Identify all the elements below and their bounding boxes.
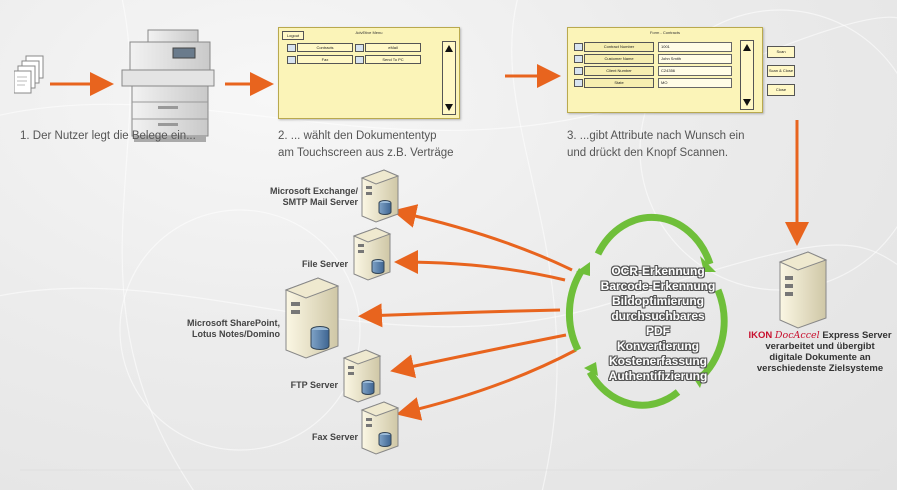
arrow-to-ftp [390,333,567,378]
fax-button[interactable]: Fax [297,55,353,64]
docaccel-logo: DocAccel [774,330,820,341]
scroll-arrows-icon [743,44,751,106]
exchange-server-label-line2: SMTP Mail Server [282,197,358,207]
ikon-brand: IKON [748,330,773,341]
exchange-server-label-line1: Microsoft Exchange/ [269,186,358,196]
field-icon [574,55,583,63]
field-icon [574,67,583,75]
state-input[interactable]: MO [658,78,732,88]
processing-cycle-left [565,268,585,352]
fax-server-label: Fax Server [311,432,358,442]
contract-number-input[interactable]: 1001 [658,42,732,52]
ikon-caption-line3: digitale Dokumente an [769,352,871,363]
feature-authentication: Authentifizierung [608,369,708,383]
scroll-arrows-icon [445,45,453,111]
processing-features: OCR-Erkennung Barcode-Erkennung Bildopti… [598,264,718,384]
customer-name-label: Customer Name [584,54,654,64]
file-server-icon [352,227,392,281]
sharepoint-server-label-line1: Microsoft SharePoint, [186,318,280,328]
contract-number-label: Contract Number [584,42,654,52]
field-icon [574,43,583,51]
ikon-caption-line2: verarbeitet und übergibt [765,341,875,352]
arrow-to-sharepoint [358,303,561,328]
email-button[interactable]: eMail [365,43,421,52]
ikon-express-server-icon [778,251,828,329]
ikon-caption-line1: IKON DocAccel Express Server [745,330,895,341]
step-1-caption: 1. Der Nutzer legt die Belege ein... [20,130,196,142]
sharepoint-server-label: Microsoft SharePoint, Lotus Notes/Domino [160,318,280,340]
feature-searchable-pdf: durchsuchbares PDF [611,309,705,338]
cycle-arrowhead-1 [700,256,716,272]
sharepoint-server-label-line2: Lotus Notes/Domino [192,329,280,339]
feature-cost-recovery: Kostenerfassung [608,354,708,368]
customer-name-input[interactable]: John Smith [658,54,732,64]
multifunction-printer-icon [121,29,215,142]
field-icon [574,79,583,87]
ikon-server-caption: IKON DocAccel Express Server verarbeitet… [745,330,895,374]
exchange-server-icon [360,169,400,223]
document-stack-icon [14,55,44,94]
ikon-caption-line4: verschiedenste Zielsysteme [756,363,884,374]
feature-image-optimization: Bildoptimierung [612,294,704,308]
menu-scrollbar[interactable] [442,41,456,115]
fax-icon [287,56,296,64]
step-3-caption-line2: und drückt den Knopf Scannen. [567,147,729,159]
send-to-pc-icon [355,56,364,64]
step-2-caption-line1: 2. ... wählt den Dokumententyp [278,130,437,142]
file-server-label: File Server [301,259,348,269]
contracts-button[interactable]: Contracts [297,43,353,52]
ftp-server-icon [342,349,382,403]
ftp-server-label: FTP Server [290,380,338,390]
email-icon [355,44,364,52]
form-scrollbar[interactable] [740,40,754,110]
exchange-server-label: Microsoft Exchange/ SMTP Mail Server [246,186,358,208]
touchscreen-menu-panel: Logout AdvEtive Menu Contracts eMail Fax… [278,27,460,119]
sharepoint-server-icon [284,277,340,359]
client-number-label: Client Number [584,66,654,76]
arrow-to-fax [396,348,577,421]
processing-cycle-top [594,213,714,266]
processing-cycle-bottom [586,370,681,409]
form-title: Form - Contracts [649,30,680,35]
menu-title: AdvEtive Menu [355,30,383,35]
processing-cycle-right [695,288,728,383]
send-to-pc-button[interactable]: Send To PC [365,55,421,64]
client-number-input[interactable]: C24356 [658,66,732,76]
close-button[interactable]: Close [767,84,795,96]
contracts-icon [287,44,296,52]
arrow-to-file-server [394,250,566,282]
step-2-caption-line2: am Touchscreen aus z.B. Verträge [278,147,454,159]
feature-barcode: Barcode-Erkennung [600,279,716,293]
fax-server-icon [360,401,400,455]
scan-button[interactable]: Scan [767,46,795,58]
feature-conversion: Konvertierung [616,339,699,353]
arrow-to-exchange [392,204,573,272]
cycle-arrowhead-4 [576,262,590,276]
feature-ocr: OCR-Erkennung [611,264,705,278]
cycle-arrowhead-2 [692,370,706,388]
cycle-arrowhead-3 [584,362,598,376]
state-label: State [584,78,654,88]
ikon-caption-line1-rest: Express Server [822,330,892,341]
scan-and-close-button[interactable]: Scan & Close [767,65,795,77]
logout-button[interactable]: Logout [282,31,304,40]
step-3-caption-line1: 3. ...gibt Attribute nach Wunsch ein [567,130,745,142]
contract-form-panel: Form - Contracts Contract Number 1001 Cu… [567,27,763,113]
